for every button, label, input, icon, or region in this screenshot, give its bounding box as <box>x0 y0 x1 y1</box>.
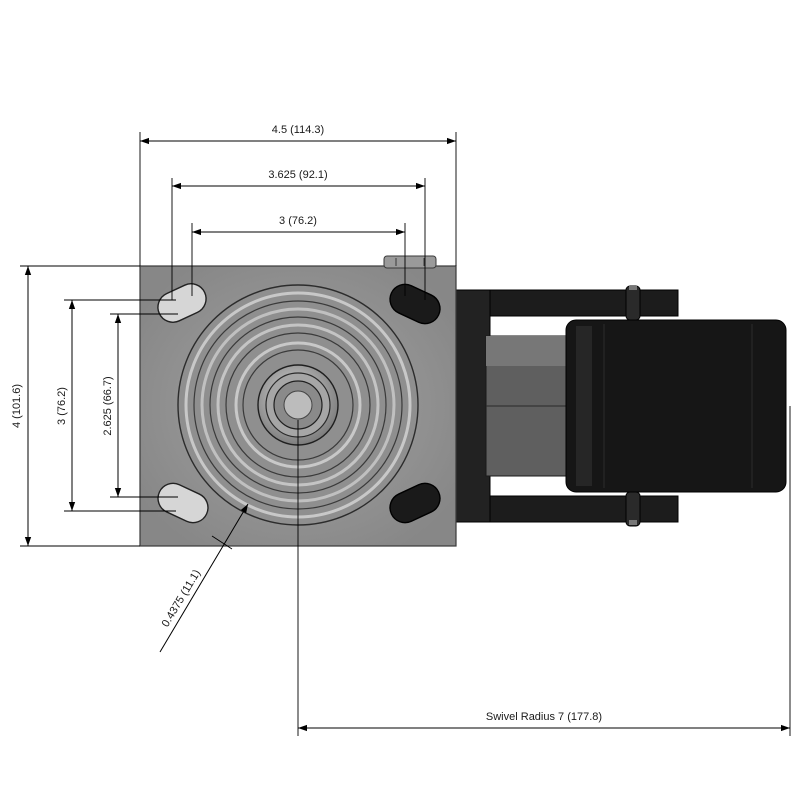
axle-bolt-top <box>625 285 641 321</box>
dim-label-bolt-spacing-y: 3 (76.2) <box>56 387 68 425</box>
dim-label-swivel-radius: Swivel Radius 7 (177.8) <box>486 711 602 723</box>
axle-bolt-bottom <box>625 491 641 527</box>
fork-leg-top <box>455 289 679 317</box>
fork-yoke <box>455 289 491 523</box>
bolt-slot-bottom-left <box>157 482 209 524</box>
dim-label-plate-length: 4 (101.6) <box>11 384 23 428</box>
grease-fitting <box>383 255 437 269</box>
wheel <box>565 319 787 493</box>
wheel-fork-assembly <box>455 285 787 527</box>
dim-leader-bolt-hole <box>159 503 249 653</box>
dim-label-outer-bolt-spacing: 3.625 (92.1) <box>268 169 327 181</box>
dim-label-inner-bolt-spacing-y: 2.625 (66.7) <box>102 376 114 435</box>
dim-label-inner-bolt-spacing: 3 (76.2) <box>279 215 317 227</box>
bolt-slot-bottom-right <box>389 482 441 524</box>
fork-leg-bottom <box>455 495 679 523</box>
dim-label-bolt-hole: 0.4375 (11.1) <box>160 568 204 630</box>
bolt-slot-top-right <box>389 283 441 325</box>
kingpin-hub <box>257 364 339 446</box>
dim-label-plate-width: 4.5 (114.3) <box>272 124 324 136</box>
top-plate <box>139 255 457 547</box>
